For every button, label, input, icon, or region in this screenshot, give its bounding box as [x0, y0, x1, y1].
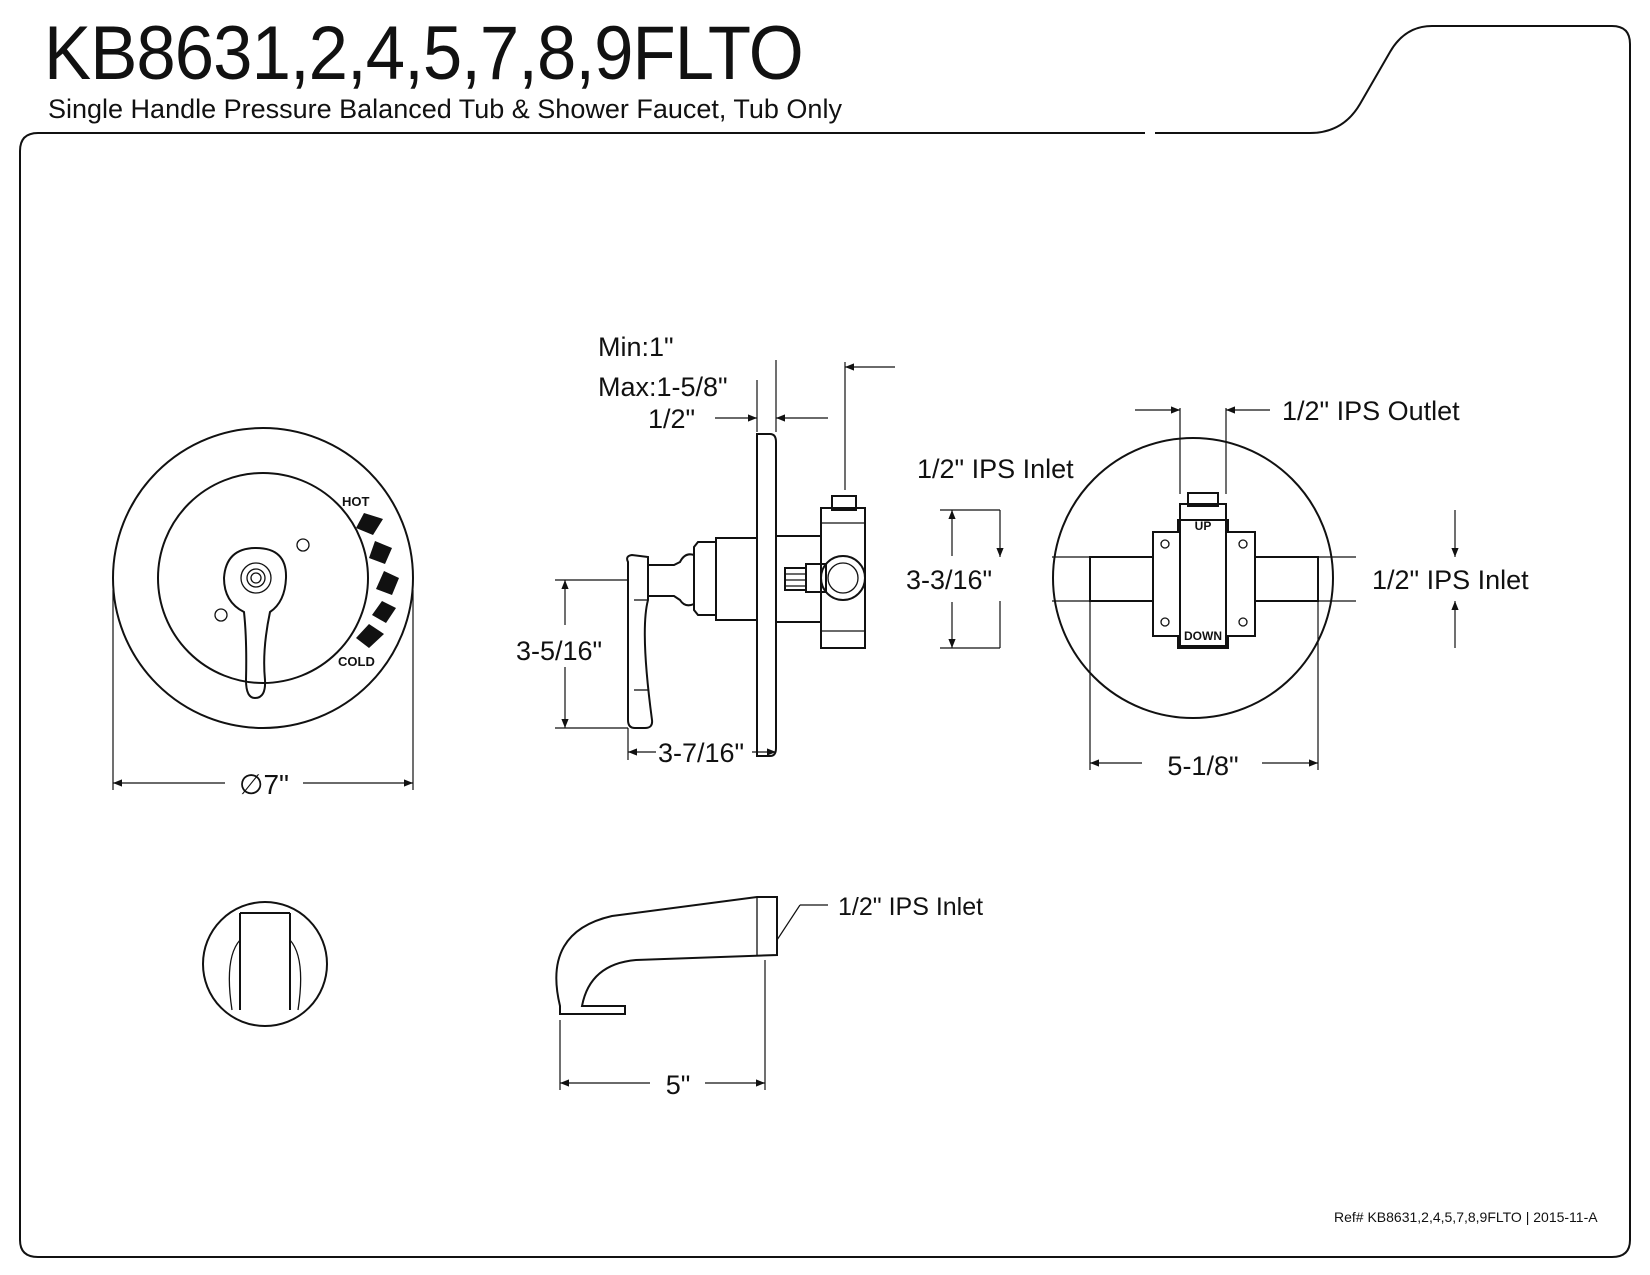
up-label: UP: [1195, 519, 1212, 533]
reference-footer: Ref# KB8631,2,4,5,7,8,9FLTO | 2015-11-A: [1334, 1209, 1598, 1225]
height-label: 3-3/16": [906, 565, 992, 595]
hot-label: HOT: [342, 494, 370, 509]
valve-view: UP DOWN 1/2" IPS Outlet 1/2" IPS Inlet 3…: [906, 396, 1529, 781]
plate-offset-label: 1/2": [648, 404, 695, 434]
inlet-left-label: 1/2" IPS Inlet: [917, 454, 1074, 484]
product-description: Single Handle Pressure Balanced Tub & Sh…: [48, 94, 842, 124]
cold-label: COLD: [338, 654, 375, 669]
min-depth-label: Min:1": [598, 332, 674, 362]
model-title: KB8631,2,4,5,7,8,9FLTO: [44, 11, 804, 96]
front-view: HOT COLD ∅7": [112, 427, 414, 800]
spout-inlet-label: 1/2" IPS Inlet: [838, 893, 983, 921]
spout-side-view: 1/2" IPS Inlet 5": [555, 893, 983, 1100]
side-view: Min:1" Max:1-5/8" 1/2" 3-5/16" 3-7/16": [516, 332, 895, 768]
width-label: 5-1/8": [1167, 751, 1238, 781]
spout-front-view: [202, 901, 328, 1027]
outlet-label: 1/2" IPS Outlet: [1282, 396, 1460, 426]
max-depth-label: Max:1-5/8": [598, 372, 728, 402]
inlet-right-label: 1/2" IPS Inlet: [1372, 565, 1529, 595]
handle-projection-label: 3-7/16": [658, 738, 744, 768]
down-label: DOWN: [1184, 629, 1222, 643]
spout-length-label: 5": [666, 1070, 691, 1100]
page-border: [19, 25, 1631, 1258]
handle-height-label: 3-5/16": [516, 636, 602, 666]
diameter-label: ∅7": [239, 769, 289, 800]
